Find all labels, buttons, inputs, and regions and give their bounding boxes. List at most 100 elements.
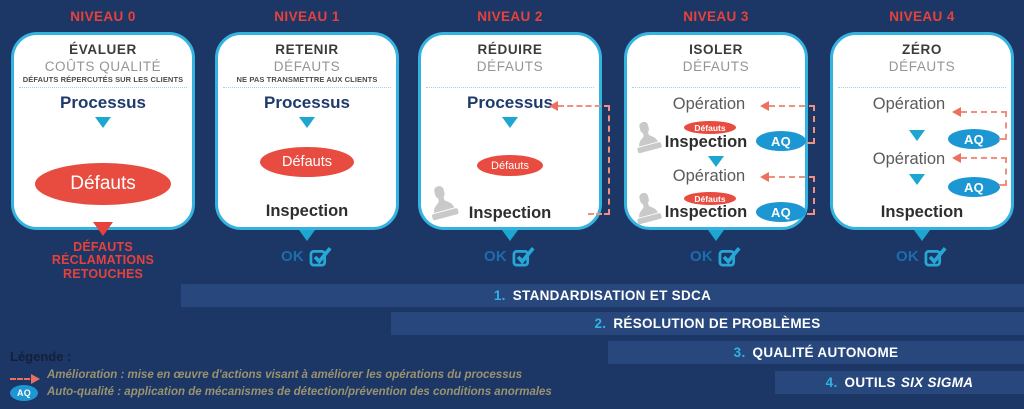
arrow-down-icon [502,230,518,241]
step-label: OUTILS [844,375,896,390]
ok-result: OK [624,243,808,269]
level-1-card: RETENIR DÉFAUTS NE PAS TRANSMETTRE AUX C… [215,32,399,230]
legend-autoquality-text: Auto-qualité : application de mécanismes… [47,386,552,398]
checkbox-checked-icon [718,247,741,267]
step-label: RÉSOLUTION DE PROBLÈMES [613,316,821,331]
arrowhead [31,374,40,384]
inspection-label: Inspection [664,133,748,151]
processus-label: Processus [60,93,146,112]
card-title: RÉDUIRE [477,42,543,57]
card-header: ISOLER DÉFAUTS [627,42,805,74]
defects-ellipse: Défauts [684,192,736,205]
card-subtitle: DÉFAUTS [273,58,341,74]
feedback-dash [608,105,610,215]
card-header: RÉDUIRE DÉFAUTS [421,42,599,74]
divider [426,87,594,88]
card-header: ÉVALUER COÛTS QUALITÉ DÉFAUTS RÉPERCUTÉS… [14,42,192,85]
checkbox-checked-icon [309,247,332,267]
outcome-line: DÉFAUTS [73,240,133,254]
card-title: ZÉRO [902,42,942,57]
step-bar-1: 1. STANDARDISATION ET SDCA [181,284,1024,307]
card-title: ISOLER [689,42,743,57]
arrow-down-icon [502,117,518,128]
level-0-outcomes: DÉFAUTS RÉCLAMATIONS RETOUCHES [11,240,195,281]
aq-badge: AQ [948,129,1000,149]
feedback-arrowhead-icon [952,107,961,117]
ok-result: OK [830,243,1014,269]
feedback-dash [961,111,1007,113]
card-subtitle: COÛTS QUALITÉ [44,58,162,74]
feedback-dash [558,105,610,107]
divider [632,87,800,88]
defects-ellipse: Défauts [35,163,171,205]
stamp-icon [637,192,662,225]
stamp-icon [432,186,459,221]
card-subtitle: DÉFAUTS [888,58,956,74]
defects-ellipse: Défauts [260,147,354,177]
ok-label: OK [895,247,920,265]
card-note: NE PAS TRANSMETTRE AUX CLIENTS [236,75,378,85]
step-bar-2: 2. RÉSOLUTION DE PROBLÈMES [391,312,1024,335]
arrow-down-icon [914,230,930,241]
card-subtitle: DÉFAUTS [682,58,750,74]
feedback-dash [999,184,1007,186]
arrow-down-icon [299,117,315,128]
ok-label: OK [689,247,714,265]
step-number: 2. [594,316,607,331]
processus-label: Processus [467,93,553,112]
divider [223,87,391,88]
processus-label: Processus [264,93,350,112]
level-0-tag: NIVEAU 0 [70,9,136,24]
arrow-down-icon [299,230,315,241]
feedback-dash [769,176,815,178]
legend-title: Légende : [10,349,72,364]
feedback-dash [769,105,815,107]
aq-badge: AQ [756,202,806,222]
aq-badge: AQ [948,177,1000,197]
inspection-label: Inspection [664,203,748,221]
ok-result: OK [215,243,399,269]
ok-label: OK [483,247,508,265]
arrow-down-icon [708,230,724,241]
step-number: 1. [493,288,506,303]
aq-badge: AQ [756,131,806,151]
divider [838,87,1006,88]
defects-ellipse: Défauts [684,121,736,134]
feedback-arrowhead-icon [549,101,558,111]
feedback-arrowhead-icon [760,101,769,111]
step-label-italic: SIX SIGMA [900,375,974,390]
feedback-dash [807,142,815,144]
inspection-label: Inspection [880,203,964,221]
level-2-card: RÉDUIRE DÉFAUTS Processus Défauts Inspec… [418,32,602,230]
level-1-tag: NIVEAU 1 [274,9,340,24]
defects-ellipse: Défauts [477,155,543,176]
operation-label: Opération [872,95,946,113]
aq-badge: AQ [10,385,38,401]
arrow-down-red-icon [93,222,113,236]
feedback-dash [999,138,1007,140]
level-4-card: ZÉRO DÉFAUTS Opération AQ Opération AQ I… [830,32,1014,230]
step-number: 3. [733,345,746,360]
improvement-arrow-icon [10,374,43,384]
card-note: DÉFAUTS RÉPERCUTÉS SUR LES CLIENTS [22,75,184,85]
card-title: RETENIR [275,42,339,57]
card-title: ÉVALUER [69,42,137,57]
arrow-down-icon [909,174,925,185]
inspection-label: Inspection [265,202,349,220]
level-0-card: ÉVALUER COÛTS QUALITÉ DÉFAUTS RÉPERCUTÉS… [11,32,195,230]
operation-label: Opération [672,95,746,113]
level-3-card: ISOLER DÉFAUTS Opération Défauts Inspect… [624,32,808,230]
feedback-dash [813,105,815,144]
feedback-dash [807,213,815,215]
level-3-tag: NIVEAU 3 [683,9,749,24]
step-label: QUALITÉ AUTONOME [752,345,899,360]
card-header: ZÉRO DÉFAUTS [833,42,1011,74]
checkbox-checked-icon [512,247,535,267]
feedback-dash [961,157,1007,159]
stamp-icon [637,121,662,154]
legend-improvement-text: Amélioration : mise en œuvre d'actions v… [47,369,523,381]
step-bar-3: 3. QUALITÉ AUTONOME [608,341,1024,364]
feedback-dash [1005,111,1007,140]
arrow-down-icon [708,156,724,167]
